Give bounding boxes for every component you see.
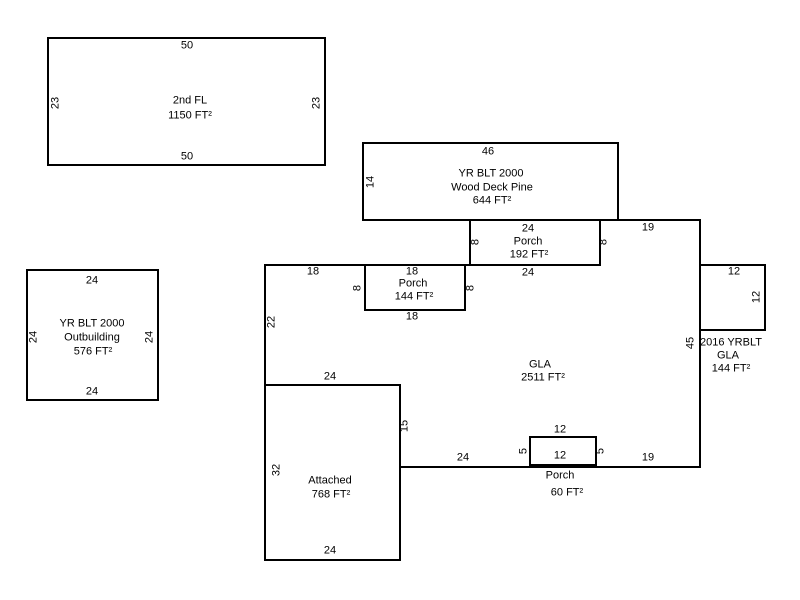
deck-dim-top: 46 <box>481 145 495 158</box>
porch144-dim-left: 8 <box>351 284 364 292</box>
gla2016-area: 144 FT² <box>711 362 751 375</box>
deck-area: 644 FT² <box>472 194 512 207</box>
porch60-dim-top: 12 <box>553 423 567 436</box>
attached-dim-left: 32 <box>270 463 283 477</box>
porch60-label: Porch <box>545 469 575 482</box>
secondfl-dim-top: 50 <box>180 39 194 52</box>
gla-dim-bottom-right: 19 <box>641 451 655 464</box>
secondfl-dim-bottom: 50 <box>180 150 194 163</box>
secondfl-area: 1150 FT² <box>168 109 212 122</box>
gla2016-line2: GLA <box>716 349 740 362</box>
outbuilding-area: 576 FT² <box>73 345 113 358</box>
gla2016-dim-top: 12 <box>727 265 741 278</box>
outbuilding-dim-top: 24 <box>85 274 99 287</box>
attached-dim-bottom: 24 <box>323 544 337 557</box>
gla-dim-bottom-mid: 24 <box>456 451 470 464</box>
porch144-dim-bottom: 18 <box>405 310 419 323</box>
gla-area: 2511 FT² <box>521 371 565 384</box>
porch60-dim-left: 5 <box>517 447 530 455</box>
gla2016-line1: 2016 YRBLT <box>700 336 762 349</box>
porch144-area: 144 FT² <box>394 290 434 303</box>
attached-area: 768 FT² <box>311 488 351 501</box>
deck-line1: YR BLT 2000 <box>458 167 524 180</box>
attached-outline <box>264 384 401 561</box>
porch192-label: Porch <box>513 235 543 248</box>
gla-dim-top-right: 19 <box>641 221 655 234</box>
outbuilding-line2: Outbuilding <box>64 331 120 344</box>
secondfl-dim-left: 23 <box>49 96 62 110</box>
deck-line2: Wood Deck Pine <box>451 181 533 194</box>
secondfl-dim-right: 23 <box>310 96 323 110</box>
secondfl-label: 2nd FL <box>172 94 208 107</box>
gla-outline <box>264 219 701 468</box>
porch192-dim-right: 8 <box>597 238 610 246</box>
porch192-dim-bottom: 24 <box>521 266 535 279</box>
porch144-dim-top: 18 <box>405 265 419 278</box>
porch144-dim-right: 8 <box>464 284 477 292</box>
deck-dim-left: 14 <box>364 175 377 189</box>
porch192-dim-left: 8 <box>469 238 482 246</box>
attached-dim-right: 15 <box>398 419 411 433</box>
gla-dim-right: 45 <box>684 336 697 350</box>
outbuilding-outline <box>26 269 159 401</box>
gla-label: GLA <box>528 358 552 371</box>
gla-dim-left: 22 <box>265 315 278 329</box>
porch60-dim-bottom: 12 <box>553 449 567 462</box>
porch-192-outline <box>469 219 601 266</box>
gla-2016-outline <box>699 264 766 331</box>
porch-60-outline <box>529 436 597 466</box>
porch-144-outline <box>364 264 466 311</box>
porch60-dim-right: 5 <box>594 447 607 455</box>
attached-label: Attached <box>308 474 352 487</box>
outbuilding-line1: YR BLT 2000 <box>59 317 125 330</box>
outbuilding-dim-left: 24 <box>27 330 40 344</box>
gla2016-dim-right: 12 <box>750 290 763 304</box>
porch144-label: Porch <box>398 277 428 290</box>
second-floor-outline <box>47 37 326 166</box>
porch60-area: 60 FT² <box>550 486 584 499</box>
outbuilding-dim-right: 24 <box>143 330 156 344</box>
porch192-area: 192 FT² <box>509 248 549 261</box>
porch192-dim-top: 24 <box>521 222 535 235</box>
attached-dim-top: 24 <box>323 370 337 383</box>
outbuilding-dim-bottom: 24 <box>85 385 99 398</box>
gla-dim-top-left: 18 <box>306 265 320 278</box>
